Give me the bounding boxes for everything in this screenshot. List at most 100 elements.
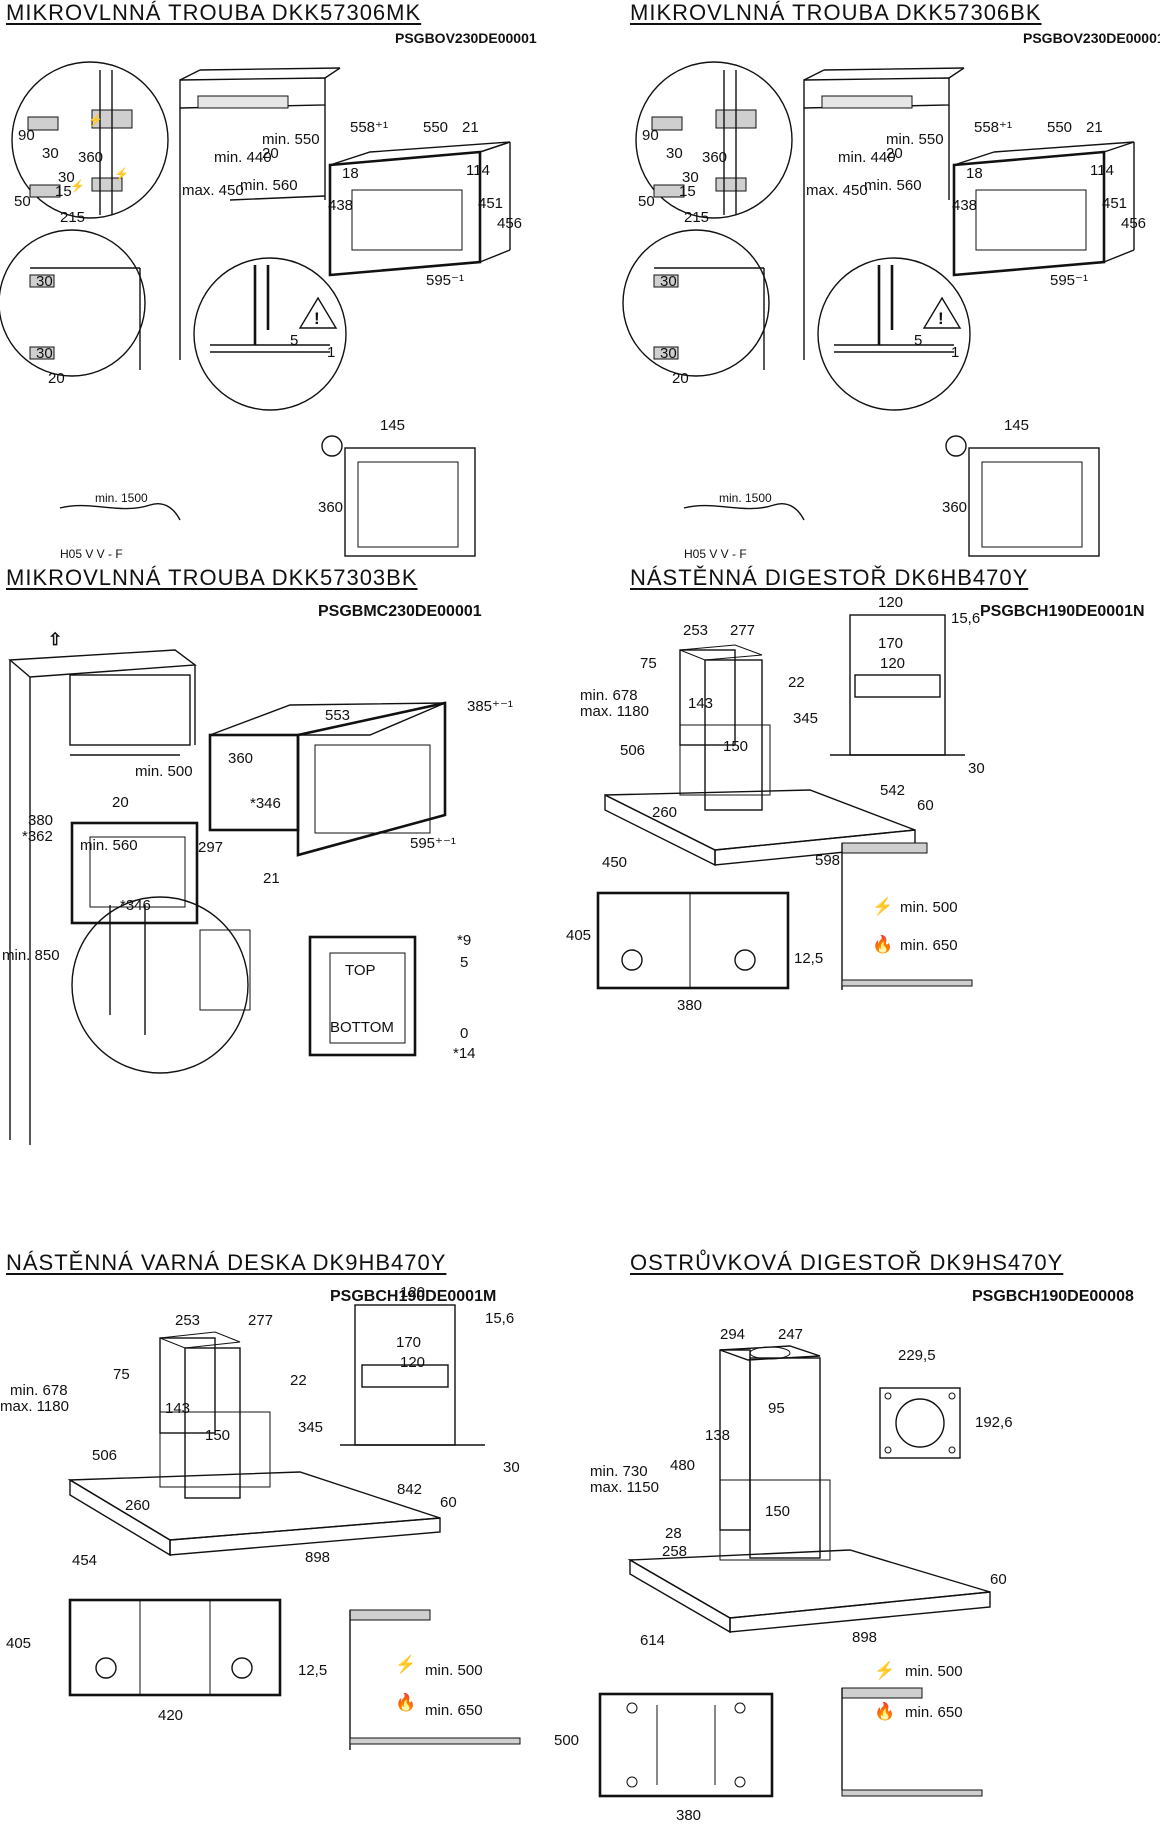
flame-icon: 🔥 [874,1701,895,1721]
dim-138: 138 [705,1427,730,1444]
dim-60: 60 [917,797,934,814]
panel-microwave-dkk57303bk: MIKROVLNNÁ TROUBA DKK57303BK PSGBMC230DE… [0,565,580,1245]
dim-480: 480 [670,1457,695,1474]
dim-150: 150 [723,738,748,755]
dim-380: 380 [677,997,702,1014]
dim-75: 75 [113,1366,130,1383]
dim-max-height: max. 1150 [590,1479,659,1496]
dim-229-5: 229,5 [898,1347,936,1364]
svg-text:!: ! [938,309,944,328]
dim-30c: 30 [660,273,677,290]
dim-20: 20 [262,145,279,162]
dim-253: 253 [683,622,708,639]
dim-360b: 360 [318,499,343,516]
dim-294: 294 [720,1326,745,1343]
dim-260: 260 [125,1497,150,1514]
dim-558: 558⁺¹ [974,119,1012,136]
dim-30b: 30 [58,169,75,186]
dim-114: 114 [466,162,490,179]
dim-75: 75 [640,655,657,672]
dim-90: 90 [18,127,35,144]
dim-50: 50 [638,193,655,210]
dim-min-560: min. 560 [80,837,138,854]
dim-558: 558⁺¹ [350,119,388,136]
dim-15-6: 15,6 [951,610,980,627]
dim-120b: 120 [400,1354,425,1371]
lightning-icon: ⚡ [874,1660,895,1681]
svg-text:⚡: ⚡ [70,179,85,193]
dim-22: 22 [290,1372,307,1389]
dim-max-height: max. 1180 [0,1398,69,1415]
cable-type: H05 V V - F [60,547,123,561]
dim-60: 60 [990,1571,1007,1588]
dim-30: 30 [666,145,683,162]
dim-345: 345 [298,1419,323,1436]
dim-5: 5 [914,332,922,349]
panel-title: NÁSTĚNNÁ DIGESTOŘ DK6HB470Y [630,565,1029,590]
dim-143: 143 [688,695,713,712]
lightning-icon: ⚡ [872,896,893,917]
dim-30: 30 [968,760,985,777]
dim-345: 345 [793,710,818,727]
clearance-min-500: min. 500 [905,1663,963,1680]
dim-456: 456 [497,215,522,232]
clearance-min-500: min. 500 [900,899,958,916]
dim-385: 385⁺⁻¹ [467,698,513,715]
dim-18: 18 [342,165,359,182]
panel-code: PSGBMC230DE00001 [318,603,482,620]
dim-215: 215 [684,209,709,226]
dim-95: 95 [768,1400,785,1417]
clearance-min-500: min. 500 [425,1662,483,1679]
dim-30d: 30 [36,345,53,362]
dim-170: 170 [396,1334,421,1351]
dim-360: 360 [78,149,103,166]
svg-text:⚡: ⚡ [88,113,103,127]
dim-170: 170 [878,635,903,652]
dim-277: 277 [248,1312,273,1329]
dim-405: 405 [566,927,591,944]
dim-500: 500 [554,1732,579,1749]
dim-max-450: max. 450 [182,182,244,199]
label-bottom: BOTTOM [330,1019,394,1036]
svg-text:⇧: ⇧ [48,630,62,649]
dim-438: 438 [952,197,977,214]
panel-wall-hob-dk9hb470y: NÁSTĚNNÁ VARNÁ DESKA DK9HB470Y PSGBCH190… [0,1250,580,1839]
flame-icon: 🔥 [872,934,893,954]
dim-842: 842 [397,1481,422,1498]
installation-drawing: ⇧ min. 500 380 *362 20 min. 560 min. 850… [2,630,513,1145]
dim-90: 90 [642,127,659,144]
dim-143: 143 [165,1400,190,1417]
svg-text:!: ! [314,309,320,328]
dim-21: 21 [1086,119,1103,136]
dim-438: 438 [328,197,353,214]
dim-898: 898 [852,1629,877,1646]
dim-50: 50 [14,193,31,210]
panel-title: OSTRŮVKOVÁ DIGESTOŘ DK9HS470Y [630,1250,1064,1275]
dim-380: 380 [28,812,53,829]
label-top: TOP [345,962,376,979]
dim-min-1500: min. 1500 [95,491,148,505]
panel-microwave-dkk57306bk: MIKROVLNNÁ TROUBA DKK57306BK PSGBOV230DE… [580,0,1160,561]
dim-450: 450 [602,854,627,871]
dim-595: 595⁺⁻¹ [410,835,456,852]
dim-297: 297 [198,839,223,856]
panel-title: MIKROVLNNÁ TROUBA DKK57303BK [6,565,418,590]
dim-346b: *346 [120,897,151,914]
dim-20b: 20 [48,370,65,387]
dim-20: 20 [886,145,903,162]
panel-title: NÁSTĚNNÁ VARNÁ DESKA DK9HB470Y [6,1250,447,1275]
dim-max-450: max. 450 [806,182,868,199]
dim-346: *346 [250,795,281,812]
dim-min-550: min. 550 [262,131,320,148]
dim-min-500: min. 500 [135,763,193,780]
panel-title: MIKROVLNNÁ TROUBA DKK57306MK [6,0,422,25]
clearance-min-650: min. 650 [905,1704,963,1721]
dim-277: 277 [730,622,755,639]
dim-20b: 20 [672,370,689,387]
dim-5: 5 [460,954,468,971]
dim-598: 598 [815,852,840,869]
dim-1: 1 [951,344,959,361]
panel-island-hood-dk9hs470y: OSTRŮVKOVÁ DIGESTOŘ DK9HS470Y PSGBCH190D… [554,1250,1160,1839]
dim-30: 30 [42,145,59,162]
dim-506: 506 [620,742,645,759]
